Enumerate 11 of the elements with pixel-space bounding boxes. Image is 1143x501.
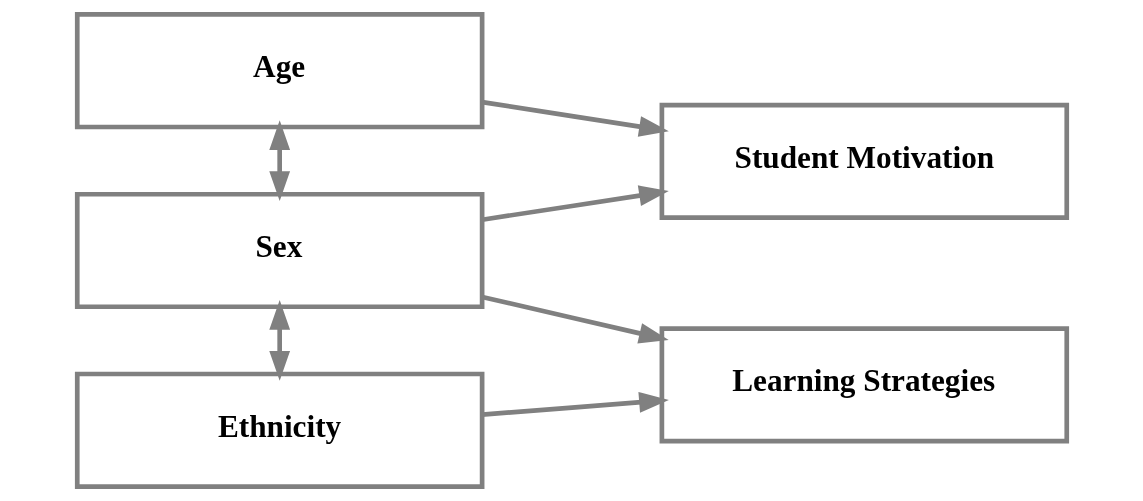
arrow [268, 120, 290, 201]
arrow [481, 99, 669, 137]
arrow [481, 294, 669, 344]
arrow [268, 300, 290, 381]
arrow [481, 185, 669, 223]
node-box: Learning Strategies [659, 326, 1069, 444]
arrow [481, 391, 669, 417]
node-box: Age [74, 12, 484, 130]
node-box: Ethnicity [74, 371, 484, 489]
node-box: Sex [74, 191, 484, 310]
node-box: Student Motivation [659, 102, 1069, 220]
